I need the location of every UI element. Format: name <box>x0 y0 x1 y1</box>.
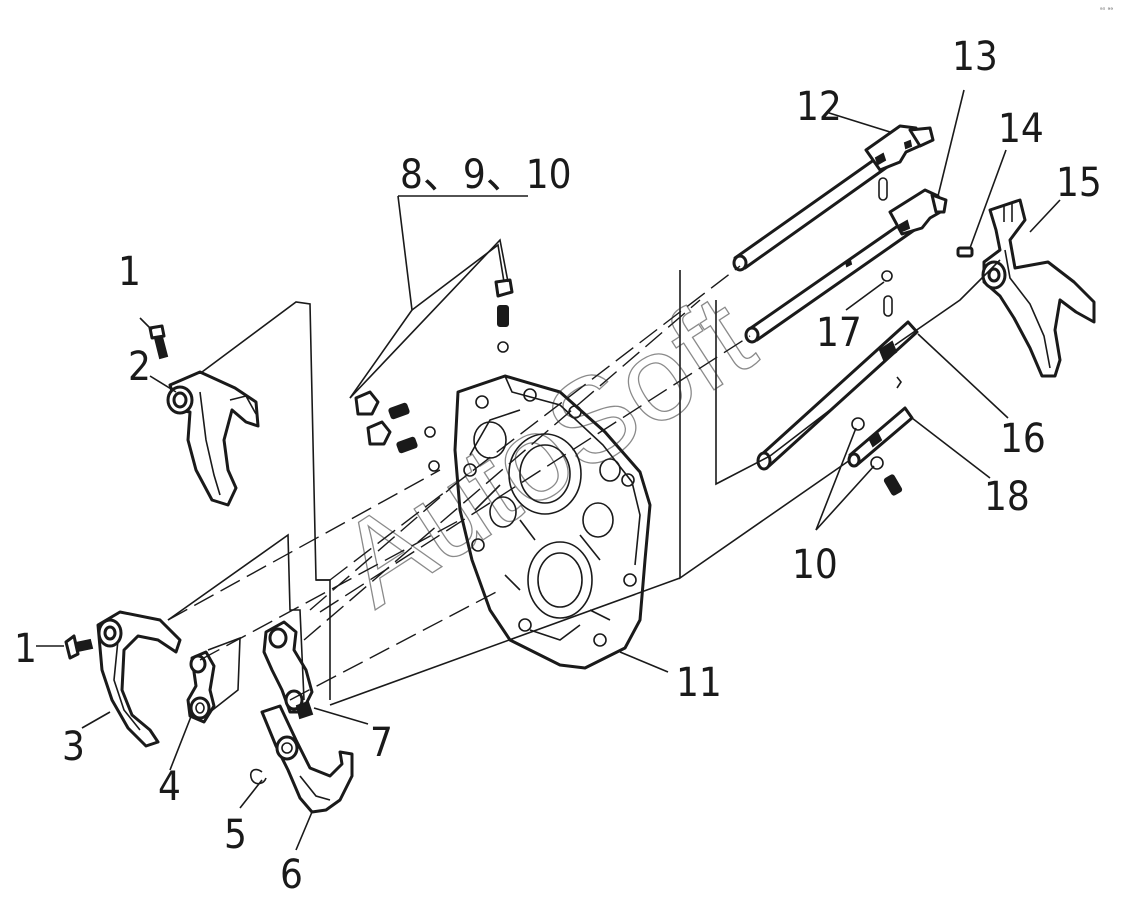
detent-items-right <box>851 177 974 496</box>
plugs-springs-balls <box>354 278 514 472</box>
shift-fork-15 <box>981 198 1096 378</box>
callout-18: 18 <box>984 474 1030 520</box>
housing-plate <box>453 374 652 670</box>
callout-16: 16 <box>1000 416 1046 462</box>
callout-11: 11 <box>676 660 722 706</box>
callout-14: 14 <box>998 106 1044 152</box>
callout-12: 12 <box>796 84 842 130</box>
callout-6: 6 <box>280 852 303 898</box>
callout-2: 2 <box>128 344 151 390</box>
shift-fork-6 <box>260 704 354 814</box>
callout-17: 17 <box>816 310 862 356</box>
callout-3: 3 <box>62 724 85 770</box>
shift-fork-2 <box>166 370 260 507</box>
bolt-1-upper <box>148 324 169 360</box>
leader-lines <box>36 89 1061 851</box>
callout-4: 4 <box>158 764 181 810</box>
shift-rail-16 <box>756 320 919 471</box>
callout-13: 13 <box>952 34 998 80</box>
callout-1-lower: 1 <box>14 626 37 672</box>
callout-7: 7 <box>370 720 393 766</box>
callout-5: 5 <box>224 812 247 858</box>
shift-rail-12 <box>732 124 935 272</box>
shift-block-7 <box>262 620 314 720</box>
bolt-1-lower <box>64 634 94 660</box>
corner-mark: ᵃˢ ᵃᵃ <box>1100 6 1113 14</box>
callout-15: 15 <box>1056 160 1102 206</box>
shift-lever-4 <box>186 650 216 724</box>
callout-8-9-10: 8、9、10 <box>400 152 572 198</box>
callout-10: 10 <box>792 542 838 588</box>
shift-fork-3 <box>96 610 182 748</box>
shift-rail-13 <box>744 188 948 344</box>
clip-5 <box>249 768 267 785</box>
assembly-lines <box>167 238 1001 713</box>
callout-1-upper: 1 <box>118 249 141 295</box>
